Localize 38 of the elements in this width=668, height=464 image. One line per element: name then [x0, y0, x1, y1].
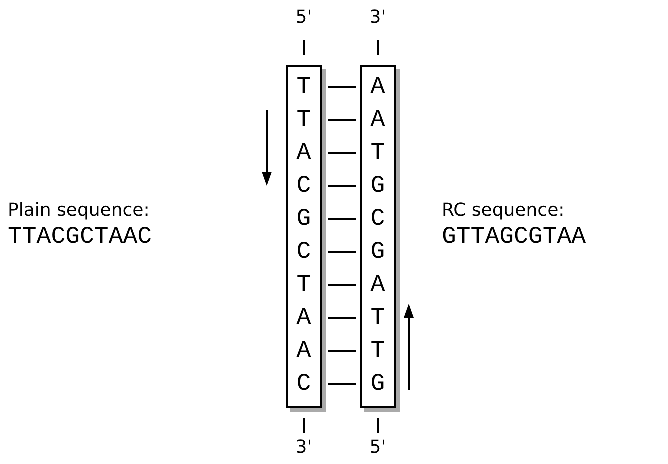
base-pair-line	[328, 86, 356, 88]
base-letter: T	[362, 302, 394, 335]
base-pair-line	[328, 186, 356, 188]
strand-end-label: 5'	[296, 7, 312, 28]
base-letter: G	[288, 203, 320, 236]
base-letter: C	[362, 203, 394, 236]
base-pair-line	[328, 350, 356, 352]
base-pair-line	[328, 252, 356, 254]
base-letter: T	[288, 104, 320, 137]
base-letter: G	[362, 170, 394, 203]
base-letter: A	[288, 335, 320, 368]
base-letter: T	[362, 137, 394, 170]
base-letter: T	[362, 335, 394, 368]
base-pair-line	[328, 120, 356, 122]
base-pair-line	[328, 218, 356, 220]
base-letter: A	[362, 104, 394, 137]
base-letter: T	[288, 71, 320, 104]
base-letter: A	[288, 302, 320, 335]
sequence-text: GTTAGCGTAA	[442, 224, 586, 251]
sequence-text: TTACGCTAAC	[8, 224, 152, 251]
base-pair-line	[328, 384, 356, 386]
base-letter: G	[362, 368, 394, 401]
base-letter: T	[288, 269, 320, 302]
base-letter: C	[288, 368, 320, 401]
strand-end-label: 3'	[370, 7, 386, 28]
base-letter: C	[288, 170, 320, 203]
base-letter: A	[362, 71, 394, 104]
base-letter: A	[362, 269, 394, 302]
base-letter: G	[362, 236, 394, 269]
base-pair-line	[328, 284, 356, 286]
sequence-caption: RC sequence:	[442, 200, 565, 221]
base-pair-line	[328, 318, 356, 320]
base-letter: C	[288, 236, 320, 269]
base-letter: A	[288, 137, 320, 170]
base-pair-line	[328, 152, 356, 154]
sequence-caption: Plain sequence:	[8, 200, 150, 221]
strand-end-label: 5'	[370, 437, 386, 458]
strand-end-label: 3'	[296, 437, 312, 458]
